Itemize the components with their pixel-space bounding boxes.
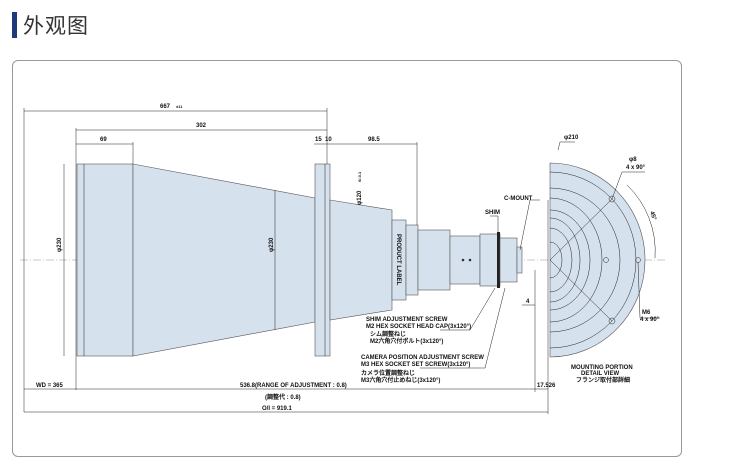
label-cam-screw-jp2: M3六角穴付止めねじ(3x120°) (361, 376, 440, 384)
rear-taper (329, 199, 393, 321)
dim-total-tol: ±11 (176, 104, 183, 109)
dimension-lines (23, 108, 660, 414)
cone-section (132, 163, 316, 357)
dim-angle: 45° (648, 211, 657, 222)
dim-front-dia: φ230 (57, 237, 63, 252)
dim-range: 536.8(RANGE OF ADJUSTMENT : 0.8) (240, 383, 347, 389)
dim-hole-count: 4 x 90° (626, 165, 646, 171)
dim-range-jp: (調整代 : 0.8) (265, 393, 301, 401)
dim-back-focus: 17.526 (537, 383, 556, 389)
dim-wd: WD = 365 (36, 383, 64, 389)
dim-flange-b: 10 (325, 137, 332, 143)
dim-tap-count: 4 x 90° (640, 317, 660, 323)
heading-accent-bar (12, 12, 17, 38)
label-detail-2: DETAIL VIEW (581, 371, 619, 377)
drawing-panel (12, 60, 682, 457)
mounting-detail-view (549, 162, 656, 358)
dim-rear-dia: φ120 (357, 190, 363, 205)
c-mount (516, 246, 523, 274)
flange (314, 163, 331, 357)
label-shim: SHIM (485, 210, 500, 216)
label-shim-screw-jp1: シム調整ねじ (370, 330, 406, 338)
dim-hole-dia: φ8 (629, 157, 637, 163)
label-shim-screw-jp2: M2六角穴付ボルト(3x120°) (370, 337, 443, 345)
dim-flange-a: 15 (315, 137, 322, 143)
label-cam-screw-jp1: カメラ位置調整ねじ (361, 369, 415, 377)
section-heading: 外观图 (12, 12, 89, 38)
product-label-text: PRODUCT LABEL (395, 234, 401, 286)
shim (497, 232, 500, 288)
dim-cmount-offset: 4 (526, 299, 530, 305)
label-detail-1: MOUNTING PORTION (571, 365, 633, 371)
dim-rear-length: 98.5 (368, 137, 380, 143)
section-title: 外观图 (23, 14, 89, 38)
label-c-mount: C-MOUNT (504, 196, 533, 202)
label-cam-screw-1: CAMERA POSITION ADJUSTMENT SCREW (361, 355, 484, 361)
dim-front-length: 69 (100, 137, 107, 143)
lens-body: PRODUCT LABEL (76, 163, 523, 357)
dim-total-length: 667 (160, 104, 171, 110)
dim-flange-dia: φ230 (269, 237, 275, 252)
dim-cone-length: 302 (196, 123, 207, 129)
dim-tap: M6 (642, 310, 651, 316)
label-cam-screw-2: M3 HEX SOCKET SET SCREW(3x120°) (361, 362, 470, 368)
label-detail-jp: フランジ取付部詳細 (576, 376, 630, 384)
front-barrel (76, 163, 134, 357)
label-shim-screw-1: SHIM ADJUSTMENT SCREW (366, 317, 448, 323)
label-shim-screw-2: M2 HEX SOCKET HEAD CAP(3x120°) (366, 324, 471, 330)
dim-oi: O/I = 919.1 (262, 406, 293, 412)
dim-detail-dia: φ210 (564, 135, 579, 141)
dim-rear-dia-tol: 0/-0.1 (357, 171, 362, 182)
